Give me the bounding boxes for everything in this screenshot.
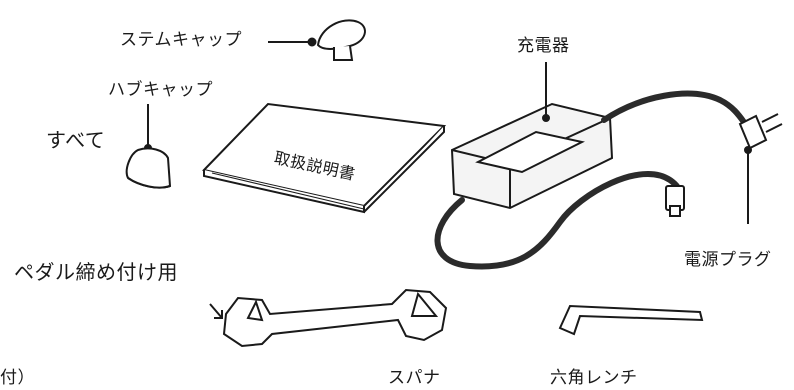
charger-icon [450,62,614,210]
stem-cap-icon [268,19,366,61]
hex-wrench-icon [558,304,704,336]
hex-wrench-label: 六角レンチ [550,368,638,388]
charger-label: 充電器 [517,36,570,56]
power-plug-label: 電源プラグ [684,250,772,270]
cut-text-left: すべて [46,128,106,152]
stem-cap-label: ステムキャップ [120,30,242,50]
spanner-icon [209,288,448,348]
cut-text-bottom: 付） [0,368,35,388]
spanner-label: スパナ [388,368,441,388]
charger-connector-icon [665,185,685,217]
hub-cap-icon [125,104,172,189]
manual-book-icon [202,102,447,214]
pedal-tightening-label: ペダル締め付け用 [14,260,178,284]
power-plug-icon [738,113,783,224]
hub-cap-label: ハブキャップ [108,80,213,100]
